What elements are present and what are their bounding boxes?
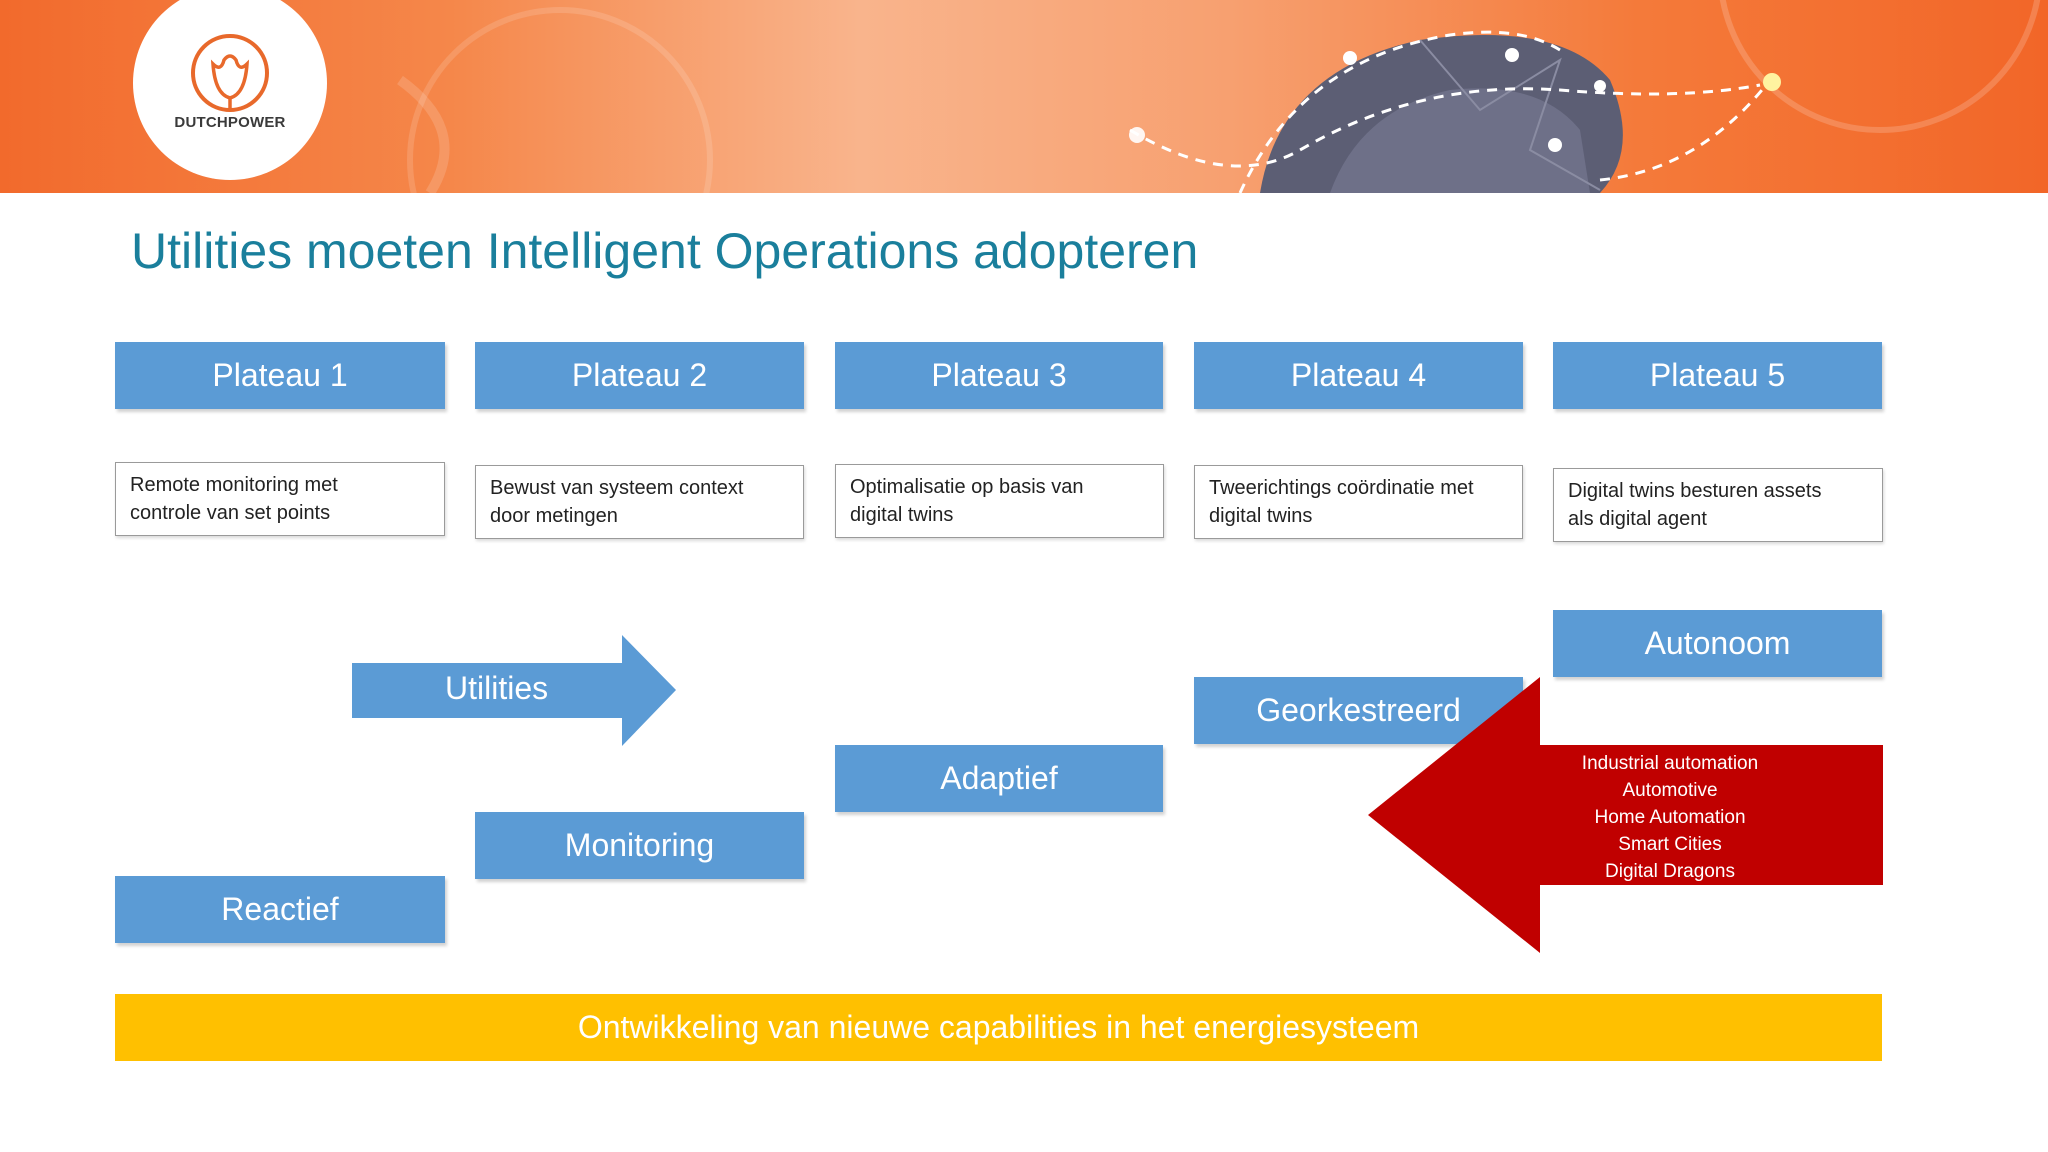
- utilities-arrow-shape: [352, 635, 676, 746]
- plateau-5-description-line-2: als digital agent: [1568, 508, 1707, 530]
- dutchpower-logo: DUTCHPOWER: [133, 0, 327, 180]
- stage-adaptief: Adaptief: [835, 745, 1163, 812]
- plateau-5-description-line-1: Digital twins besturen assets: [1568, 480, 1822, 502]
- stage-reactief: Reactief: [115, 876, 445, 943]
- plateau-3-description-line-2: digital twins: [850, 504, 954, 526]
- plateau-3-description: Optimalisatie op basis van digital twins: [835, 464, 1164, 538]
- tulip-icon: [191, 34, 269, 112]
- industry-label: Smart Cities: [1618, 834, 1722, 855]
- stage-monitoring: Monitoring: [475, 812, 804, 879]
- stage-georkestreerd: Georkestreerd: [1194, 677, 1523, 744]
- industry-label: Home Automation: [1594, 807, 1746, 828]
- industry-arrow-labels: Industrial automation Automotive Home Au…: [1535, 750, 1805, 885]
- industry-label: Industrial automation: [1581, 753, 1759, 774]
- page-title: Utilities moeten Intelligent Operations …: [131, 223, 1199, 279]
- globe-network-graphic: [397, 0, 2041, 193]
- plateau-4-description: Tweerichtings coördinatie met digital tw…: [1194, 465, 1523, 539]
- plateau-2-description-line-2: door metingen: [490, 505, 618, 527]
- plateau-1-description-line-2: controle van set points: [130, 502, 331, 524]
- industry-arrow-shape: [1368, 677, 1883, 953]
- industry-label: Digital Dragons: [1605, 861, 1735, 882]
- plateau-2-header: Plateau 2: [475, 342, 804, 409]
- plateau-5-description: Digital twins besturen assets als digita…: [1553, 468, 1883, 542]
- plateau-4-description-line-1: Tweerichtings coördinatie met: [1209, 477, 1474, 499]
- capabilities-bar: Ontwikkeling van nieuwe capabilities in …: [115, 994, 1882, 1061]
- plateau-2-description: Bewust van systeem context door metingen: [475, 465, 804, 539]
- plateau-3-description-line-1: Optimalisatie op basis van: [850, 476, 1084, 498]
- plateau-2-description-line-1: Bewust van systeem context: [490, 477, 744, 499]
- plateau-4-description-line-2: digital twins: [1209, 505, 1313, 527]
- plateau-1-description-line-1: Remote monitoring met: [130, 474, 338, 496]
- stage-autonoom: Autonoom: [1553, 610, 1882, 677]
- plateau-4-header: Plateau 4: [1194, 342, 1523, 409]
- plateau-3-header: Plateau 3: [835, 342, 1163, 409]
- plateau-5-header: Plateau 5: [1553, 342, 1882, 409]
- plateau-1-header: Plateau 1: [115, 342, 445, 409]
- industry-label: Automotive: [1622, 780, 1718, 801]
- header-banner: [0, 0, 2048, 193]
- utilities-arrow-label: Utilities: [445, 670, 549, 706]
- plateau-1-description: Remote monitoring met controle van set p…: [115, 462, 445, 536]
- logo-wordmark: DUTCHPOWER: [174, 114, 286, 131]
